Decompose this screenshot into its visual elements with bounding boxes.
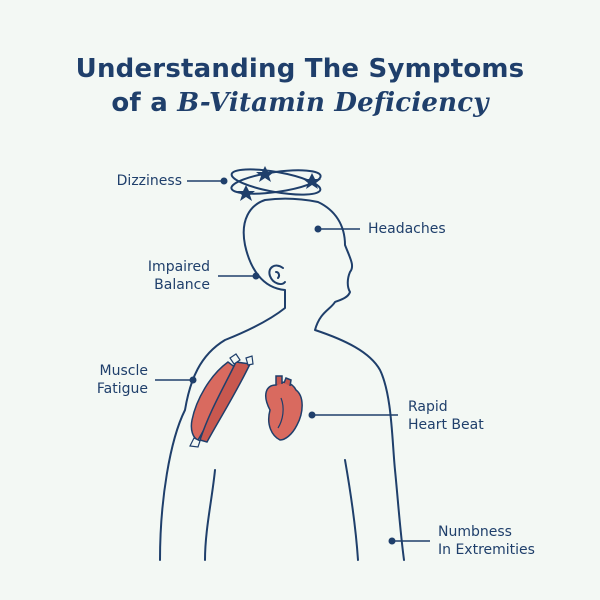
connector-numbness (388, 537, 430, 545)
connector-muscle-fatigue (155, 376, 197, 384)
connector-impaired-balance (218, 272, 260, 280)
heart-icon (264, 375, 303, 441)
title-emphasis: B-Vitamin Deficiency (177, 88, 489, 118)
label-numbness: Numbness In Extremities (438, 524, 535, 558)
label-impaired-balance: Impaired Balance (147, 259, 210, 293)
title-line-2-prefix: of a (111, 88, 178, 118)
left-inner-arm (204, 469, 216, 561)
title-line-1: Understanding The Symptoms (75, 54, 525, 84)
dizziness-icon (230, 166, 322, 201)
connector-rapid-heart-beat (308, 411, 398, 419)
label-dizziness: Dizziness (116, 173, 182, 189)
body-outline (159, 197, 405, 561)
star-icon (256, 166, 274, 182)
label-muscle-fatigue: Muscle Fatigue (96, 363, 148, 397)
star-icon (303, 173, 321, 189)
label-headaches: Headaches (368, 221, 446, 237)
star-icon (237, 185, 255, 201)
right-inner-arm (344, 459, 359, 561)
label-rapid-heart-beat: Rapid Heart Beat (408, 399, 484, 433)
connector-headaches (314, 225, 360, 233)
connector-dizziness (187, 177, 228, 185)
muscle-icon (189, 353, 254, 448)
ear (268, 264, 286, 285)
title-line-2: of a B-Vitamin Deficiency (0, 86, 600, 120)
infographic-title: Understanding The Symptoms of a B-Vitami… (0, 52, 600, 120)
